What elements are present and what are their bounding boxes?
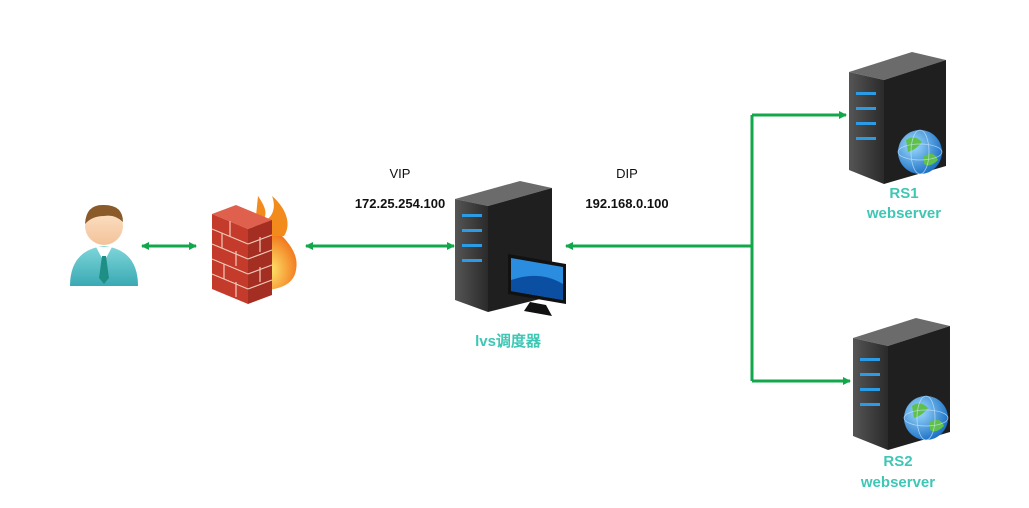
vip-title: VIP	[389, 166, 411, 181]
rs1-role: webserver	[866, 205, 942, 222]
links	[141, 111, 851, 385]
server-globe-icon	[853, 318, 950, 450]
lvs-label: lvs调度器	[475, 333, 541, 350]
server-monitor-icon	[455, 181, 566, 316]
server-globe-icon	[849, 52, 946, 184]
dip-address: 192.168.0.100	[585, 196, 669, 211]
dip-title: DIP	[616, 166, 638, 181]
vip-address: 172.25.254.100	[354, 196, 446, 211]
rs2-role: webserver	[860, 474, 936, 491]
rs2-name: RS2	[883, 453, 913, 470]
user-icon	[70, 204, 138, 286]
firewall-icon	[211, 196, 297, 304]
rs1-name: RS1	[889, 185, 919, 202]
